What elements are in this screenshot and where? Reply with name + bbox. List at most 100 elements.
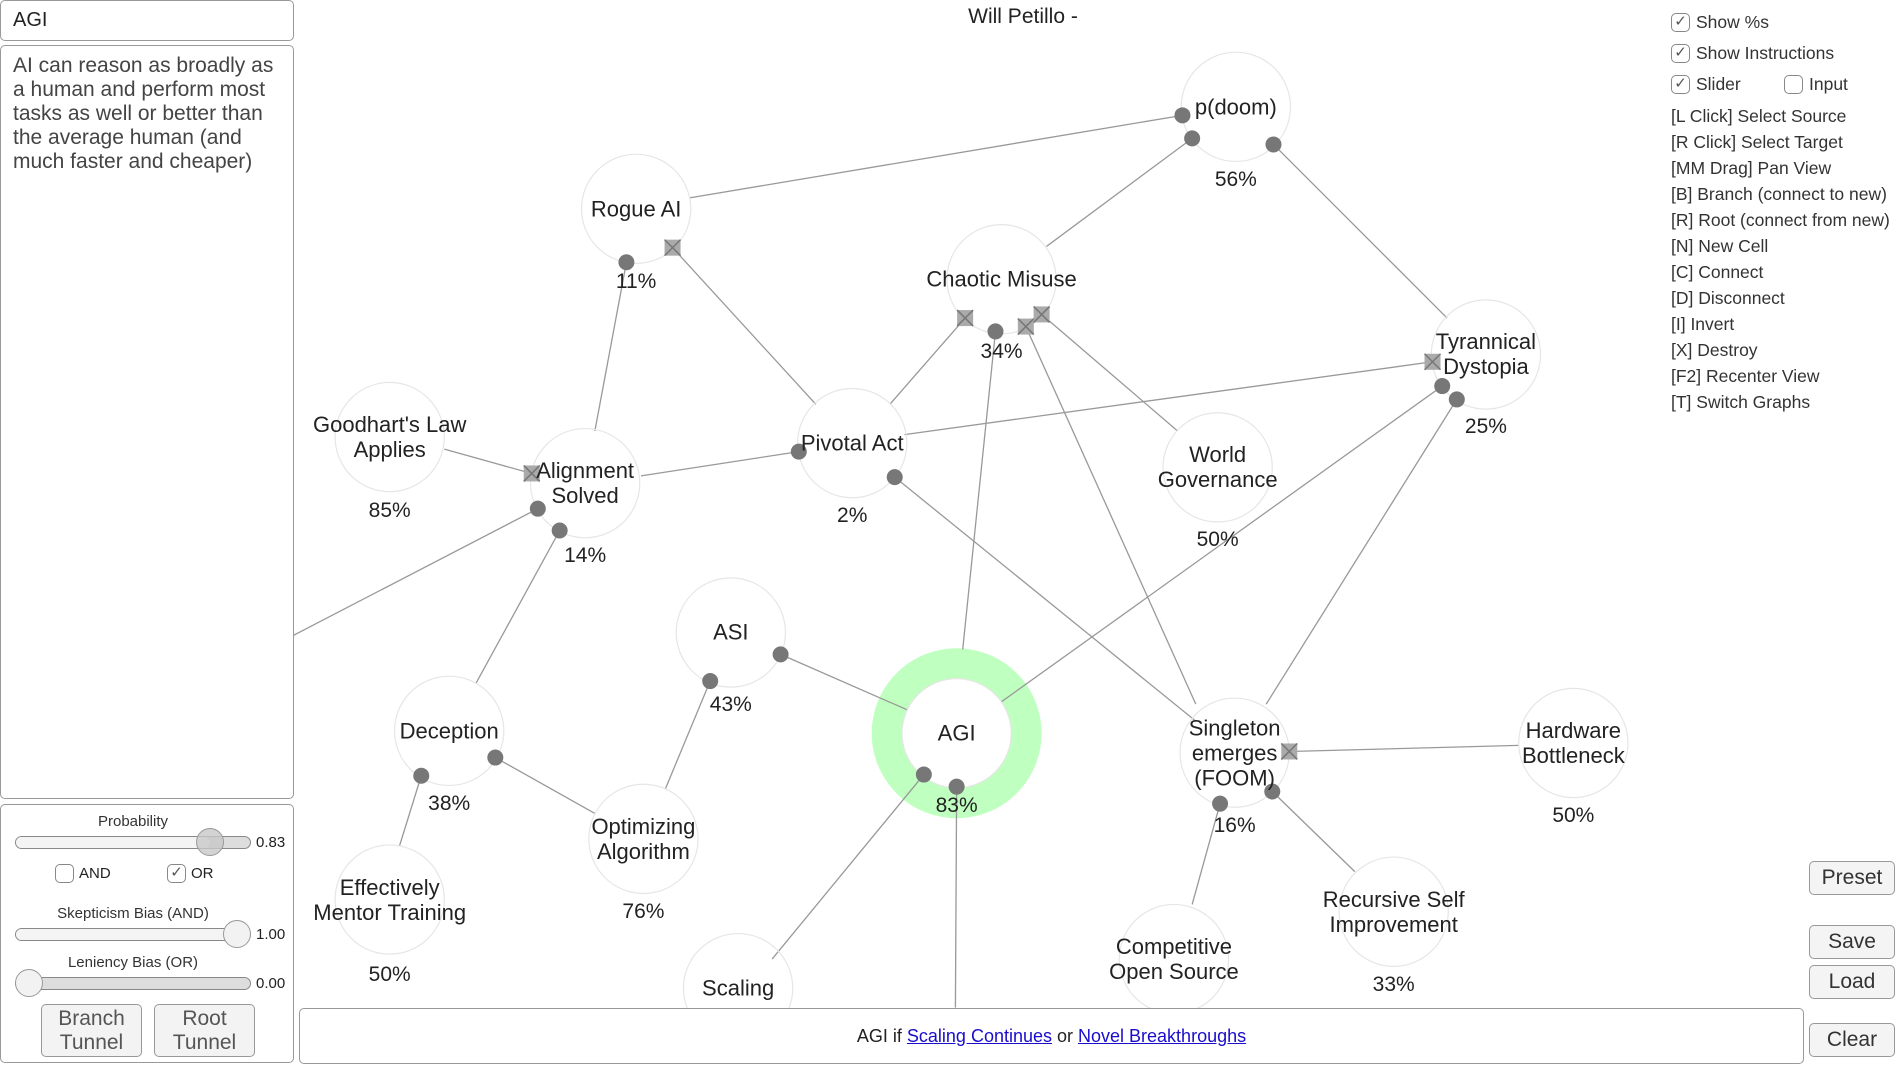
graph-edge <box>904 361 1433 436</box>
probability-label: Probability <box>97 813 169 830</box>
instruction-line: [L Click] Select Source <box>1671 106 1847 126</box>
summary-joiner: or <box>1057 1025 1074 1046</box>
cell-description-field[interactable]: AI can reason as broadly as a human and … <box>0 45 294 799</box>
input-checkbox[interactable]: Input <box>1784 74 1848 95</box>
graph-edge <box>689 114 1183 199</box>
inverted-edge-x-icon <box>523 464 541 482</box>
probability-slider[interactable] <box>15 828 251 856</box>
node-probability: 33% <box>1372 972 1415 996</box>
leniency-value: 0.00 <box>256 975 286 992</box>
skepticism-slider-handle[interactable] <box>223 920 251 948</box>
graph-edge <box>398 775 422 847</box>
node-label[interactable]: Pivotal Act <box>800 430 904 456</box>
node-label[interactable]: Singleton emerges (FOOM) <box>1188 715 1281 791</box>
probability-slider-handle[interactable] <box>196 828 225 856</box>
edge-endpoint-dot <box>1212 795 1229 812</box>
node-probability: 43% <box>709 693 752 717</box>
graph-edge <box>672 247 817 405</box>
and-checkbox[interactable]: AND <box>55 864 111 883</box>
edge-endpoint-dot <box>618 254 635 271</box>
node-label[interactable]: Deception <box>399 718 499 744</box>
load-button[interactable]: Load <box>1809 965 1895 999</box>
graph-edge <box>1001 385 1443 703</box>
graph-node[interactable] <box>529 427 641 539</box>
edge-endpoint-dot <box>529 500 546 517</box>
preset-button[interactable]: Preset <box>1809 861 1895 895</box>
inverted-edge-x-icon <box>664 239 682 257</box>
edge-endpoint-dot <box>413 767 430 784</box>
graph-edge <box>780 653 909 711</box>
graph-node[interactable] <box>393 675 505 787</box>
edge-endpoint-dot <box>702 673 719 690</box>
show-instructions-checkbox[interactable]: ✓Show Instructions <box>1671 43 1834 64</box>
graph-edge <box>1271 791 1356 873</box>
save-button[interactable]: Save <box>1809 925 1895 959</box>
graph-node[interactable] <box>588 783 699 895</box>
node-probability: 56% <box>1214 167 1257 191</box>
graph-node[interactable] <box>334 844 445 955</box>
inverted-edge-x-icon <box>1033 305 1051 323</box>
branch-tunnel-button[interactable]: Branch Tunnel <box>41 1004 142 1057</box>
graph-node[interactable] <box>334 381 445 493</box>
skepticism-value: 1.00 <box>256 926 286 943</box>
skepticism-slider[interactable] <box>15 920 251 948</box>
leniency-slider[interactable] <box>15 969 251 997</box>
node-label[interactable]: ASI <box>713 619 749 645</box>
graph-edge <box>954 786 958 1008</box>
graph-edge <box>1191 803 1221 905</box>
probability-value: 0.83 <box>256 834 286 851</box>
graph-node[interactable] <box>580 153 692 265</box>
show-pcts-label: Show %s <box>1696 12 1769 32</box>
graph-node[interactable] <box>1180 51 1292 163</box>
show-pcts-checkbox[interactable]: ✓Show %s <box>1671 12 1769 33</box>
or-checkbox[interactable]: ✓OR <box>167 864 214 883</box>
graph-node[interactable] <box>1162 412 1273 523</box>
node-probability: 2% <box>837 503 868 527</box>
graph-edge <box>771 774 925 960</box>
edge-endpoint-dot <box>772 646 789 663</box>
node-label[interactable]: Hardware Bottleneck <box>1521 717 1625 768</box>
slider-checkbox[interactable]: ✓Slider <box>1671 74 1741 95</box>
clear-button[interactable]: Clear <box>1809 1023 1895 1057</box>
leniency-label: Leniency Bias (OR) <box>67 954 199 971</box>
graph-node[interactable] <box>675 577 787 688</box>
node-label[interactable]: Competitive Open Source <box>1109 934 1239 985</box>
novel-breakthroughs-link[interactable]: Novel Breakthroughs <box>1078 1025 1247 1046</box>
instruction-line: [C] Connect <box>1671 262 1764 282</box>
graph-edge <box>664 680 711 790</box>
graph-node[interactable] <box>1518 687 1629 799</box>
node-probability: 50% <box>368 962 411 986</box>
instruction-line: [B] Branch (connect to new) <box>1671 184 1887 204</box>
root-tunnel-button[interactable]: Root Tunnel <box>154 1004 255 1057</box>
instruction-line: [F2] Recenter View <box>1671 366 1820 386</box>
node-probability: 11% <box>615 269 657 293</box>
node-label[interactable]: Tyrannical Dystopia <box>1435 329 1537 380</box>
graph-node[interactable] <box>796 387 908 499</box>
node-label[interactable]: World Governance <box>1157 442 1278 493</box>
node-label[interactable]: AGI <box>937 720 976 746</box>
cell-title-field[interactable]: AGI <box>0 0 294 41</box>
node-label[interactable]: Optimizing Algorithm <box>591 813 696 864</box>
leniency-slider-handle[interactable] <box>15 969 43 997</box>
node-label[interactable]: Alignment Solved <box>536 458 635 509</box>
node-label[interactable]: Scaling <box>702 975 775 1001</box>
node-label[interactable]: Effectively Mentor Training <box>313 874 467 925</box>
node-label[interactable]: p(doom) <box>1194 94 1277 120</box>
edge-endpoint-dot <box>987 323 1004 340</box>
instruction-line: [D] Disconnect <box>1671 288 1785 308</box>
edge-endpoint-dot <box>915 766 932 783</box>
graph-node[interactable] <box>1338 856 1449 967</box>
scaling-continues-link[interactable]: Scaling Continues <box>906 1025 1052 1046</box>
node-label[interactable]: Chaotic Misuse <box>926 266 1077 292</box>
instruction-line: [MM Drag] Pan View <box>1671 158 1832 178</box>
instruction-line: [T] Switch Graphs <box>1671 392 1811 412</box>
edge-endpoint-dot <box>948 778 965 795</box>
inverted-edge-x-icon <box>1280 742 1298 760</box>
edge-endpoint-dot <box>1265 136 1282 153</box>
node-label[interactable]: Goodhart's Law Applies <box>312 412 467 463</box>
node-label[interactable]: Rogue AI <box>590 196 682 222</box>
edge-endpoint-dot <box>1264 783 1281 800</box>
instruction-line: [R] Root (connect from new) <box>1671 210 1890 230</box>
node-label[interactable]: Recursive Self Improvement <box>1322 886 1465 937</box>
